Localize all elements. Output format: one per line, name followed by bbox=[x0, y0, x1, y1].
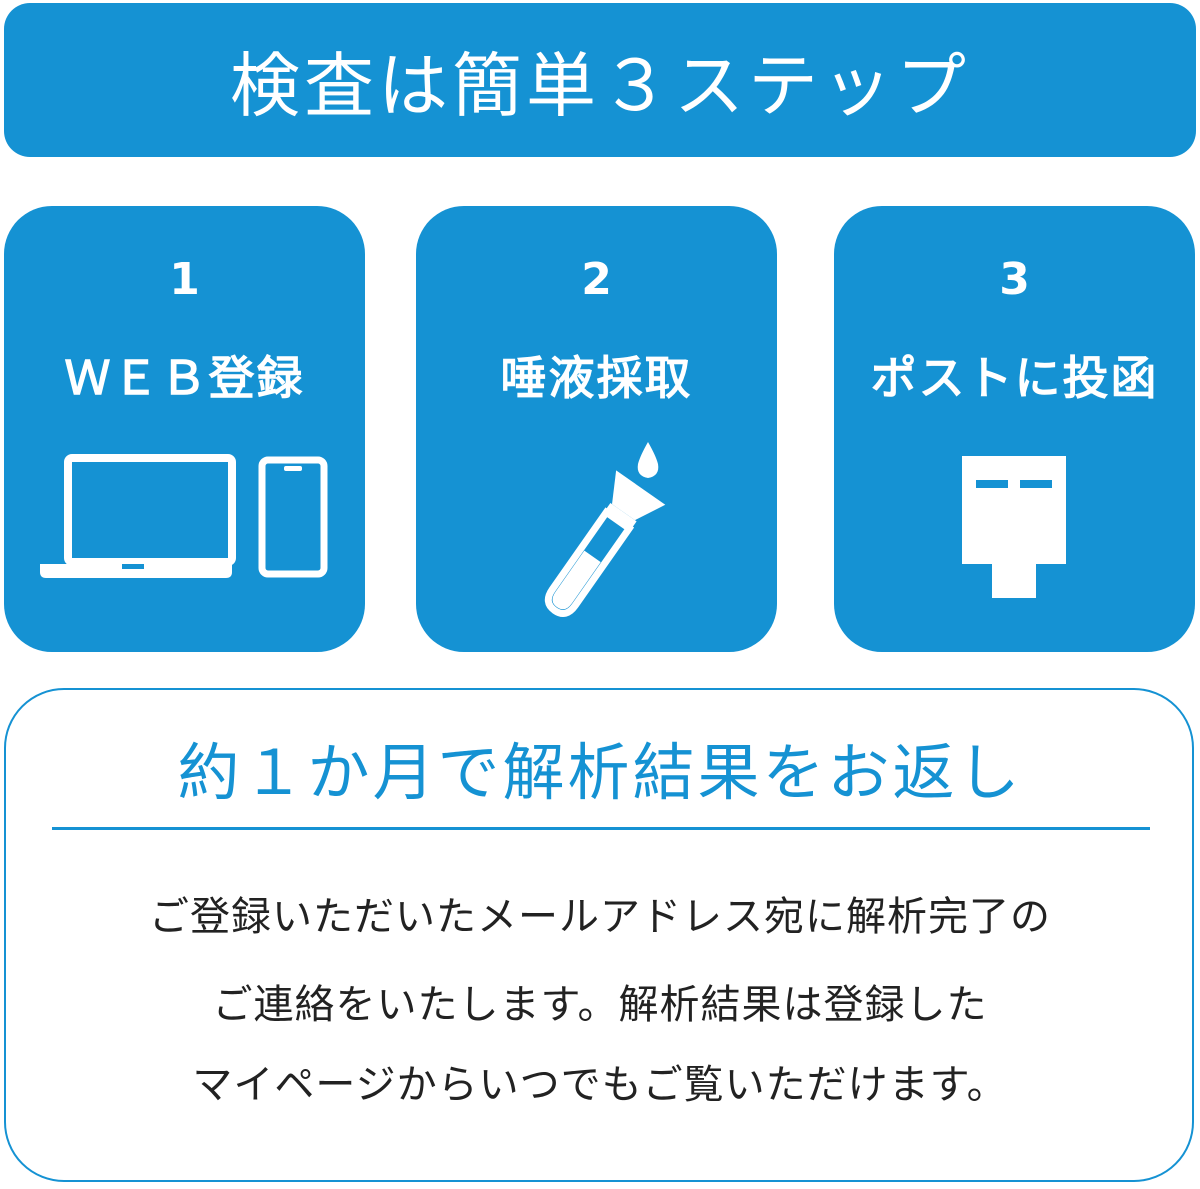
step-card-post-mailbox: 3 ポストに投函 bbox=[834, 206, 1195, 652]
result-title: 約１か月で解析結果をお返し bbox=[177, 736, 1023, 809]
page-title: 検査は簡単３ステップ bbox=[230, 44, 970, 127]
step-card-saliva-collection: 2 唾液採取 bbox=[416, 206, 777, 652]
description-line: マイページからいつでもご覧いただけます。 bbox=[192, 1062, 1008, 1108]
result-panel bbox=[4, 688, 1194, 1182]
step-number: 3 bbox=[999, 254, 1030, 305]
step-label: 唾液採取 bbox=[500, 351, 693, 405]
description-line: ご登録いただいたメールアドレス宛に解析完了の bbox=[149, 894, 1051, 940]
mailbox-icon bbox=[962, 456, 1066, 598]
header-banner: 検査は簡単３ステップ bbox=[4, 3, 1196, 157]
laptop-and-smartphone-icon bbox=[40, 454, 328, 578]
divider bbox=[52, 827, 1150, 830]
step-number: 2 bbox=[581, 254, 612, 305]
saliva-tube-icon bbox=[544, 442, 666, 617]
description-line: ご連絡をいたします。解析結果は登録した bbox=[212, 982, 988, 1028]
step-number: 1 bbox=[169, 254, 200, 305]
step-label: ＷＥＢ登録 bbox=[64, 351, 305, 405]
step-label: ポストに投函 bbox=[870, 351, 1159, 405]
step-card-web-registration: 1 ＷＥＢ登録 bbox=[4, 206, 365, 652]
